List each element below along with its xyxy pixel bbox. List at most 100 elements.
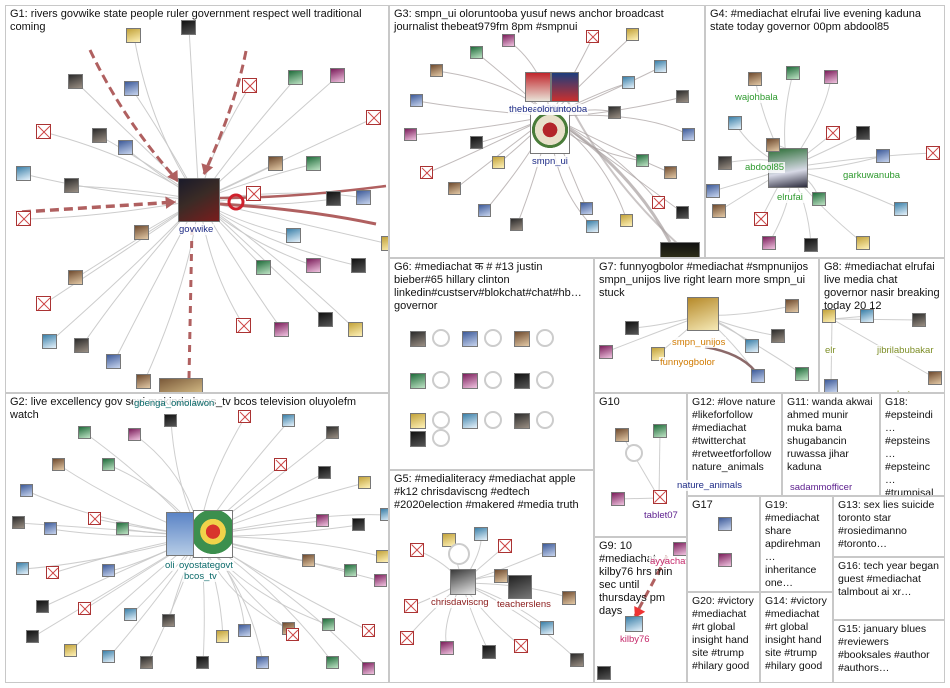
node-g5-7[interactable] [440, 641, 454, 655]
node-g6-loop-1-1[interactable] [484, 371, 502, 389]
node-g7-7[interactable] [795, 367, 809, 381]
node-g3-10[interactable] [636, 154, 649, 167]
node-g5-2[interactable] [474, 527, 488, 541]
node-g10-loop[interactable] [625, 444, 643, 462]
node-g1-7[interactable] [36, 124, 51, 139]
node-g2-11[interactable] [358, 476, 371, 489]
node-g1-12[interactable] [366, 110, 381, 125]
node-g3-20[interactable] [470, 136, 483, 149]
node-smpn-ui[interactable] [530, 110, 570, 154]
node-g2-35[interactable] [64, 644, 77, 657]
node-g4-7[interactable] [706, 184, 720, 198]
node-g4-3[interactable] [856, 126, 870, 140]
node-g7-5[interactable] [751, 369, 765, 383]
node-g8-0[interactable] [822, 309, 836, 323]
node-g5-13[interactable] [494, 569, 508, 583]
node-g6-1-1[interactable] [462, 373, 478, 389]
node-g4-17[interactable] [812, 192, 826, 206]
node-g6-loop-0-0[interactable] [432, 329, 450, 347]
node-g6-loop-0-2[interactable] [536, 329, 554, 347]
node-g1-13[interactable] [326, 191, 341, 206]
node-g1-2[interactable] [242, 78, 257, 93]
node-g2-8[interactable] [102, 458, 115, 471]
node-g7-6[interactable] [785, 299, 799, 313]
node-g3-22[interactable] [622, 76, 635, 89]
node-g1-34[interactable] [68, 270, 83, 285]
node-g5-0[interactable] [410, 543, 424, 557]
node-g2-5[interactable] [326, 426, 339, 439]
node-g3-dark[interactable] [660, 242, 700, 257]
node-g1-19[interactable] [256, 260, 271, 275]
node-g1-10[interactable] [268, 156, 283, 171]
node-g2-9[interactable] [274, 458, 287, 471]
node-ayyachats[interactable] [673, 542, 686, 556]
node-oloruntooba[interactable] [551, 72, 579, 102]
node-g10-2[interactable] [611, 492, 625, 506]
node-g3-12[interactable] [676, 206, 689, 219]
node-oli[interactable] [166, 512, 196, 556]
node-g2-29[interactable] [162, 614, 175, 627]
node-g1-33[interactable] [356, 190, 371, 205]
node-g4-6[interactable] [718, 156, 732, 170]
node-g1-1[interactable] [124, 81, 139, 96]
node-g6-0-1[interactable] [462, 331, 478, 347]
node-g2-26[interactable] [36, 600, 49, 613]
node-g1-30[interactable] [348, 322, 363, 337]
node-g7-0[interactable] [599, 345, 613, 359]
node-g3-23[interactable] [608, 106, 621, 119]
node-g2-22[interactable] [102, 564, 115, 577]
node-g3-8[interactable] [682, 128, 695, 141]
node-g3-19[interactable] [404, 128, 417, 141]
node-g3-2[interactable] [470, 46, 483, 59]
node-g1-9[interactable] [118, 140, 133, 155]
node-g5-loop[interactable] [448, 543, 470, 565]
node-g3-16[interactable] [478, 204, 491, 217]
node-g6-2-0[interactable] [410, 413, 426, 429]
node-g4-13[interactable] [894, 202, 908, 216]
node-g1-32[interactable] [246, 186, 261, 201]
node-g6-loop-2-2[interactable] [536, 411, 554, 429]
node-g1-29[interactable] [318, 312, 333, 327]
node-g1-6[interactable] [126, 28, 141, 43]
node-g2-6[interactable] [20, 484, 33, 497]
node-g2-37[interactable] [140, 656, 153, 669]
node-g1-11[interactable] [306, 156, 321, 171]
node-g1-21[interactable] [351, 258, 366, 273]
node-g5-11[interactable] [570, 653, 584, 667]
node-g6-loop-1-2[interactable] [536, 371, 554, 389]
node-g2-10[interactable] [318, 466, 331, 479]
node-g3-7[interactable] [676, 90, 689, 103]
node-g2-23[interactable] [302, 554, 315, 567]
node-g2-4[interactable] [282, 414, 295, 427]
node-g2-16[interactable] [116, 522, 129, 535]
node-g1-8[interactable] [92, 128, 107, 143]
node-g3-6[interactable] [654, 60, 667, 73]
node-g2-24[interactable] [344, 564, 357, 577]
node-g4-14[interactable] [926, 146, 940, 160]
node-g4-12[interactable] [856, 236, 870, 250]
node-g1-0[interactable] [68, 74, 83, 89]
node-g4-1[interactable] [786, 66, 800, 80]
node-g7-3[interactable] [745, 339, 759, 353]
node-g2-3[interactable] [238, 410, 251, 423]
node-g1-26[interactable] [136, 374, 151, 389]
node-g9-2[interactable] [597, 666, 611, 680]
node-g2-15[interactable] [88, 512, 101, 525]
node-g17-1[interactable] [718, 553, 732, 567]
node-g3-18[interactable] [420, 166, 433, 179]
node-g2-42[interactable] [196, 656, 209, 669]
node-g5-5[interactable] [562, 591, 576, 605]
node-g4-10[interactable] [762, 236, 776, 250]
node-g6-loop-1-0[interactable] [432, 371, 450, 389]
node-g2-12[interactable] [380, 508, 388, 521]
node-g4-8[interactable] [712, 204, 726, 218]
node-g5-8[interactable] [482, 645, 496, 659]
node-g5-3[interactable] [498, 539, 512, 553]
node-gbenga-omolawon[interactable] [159, 378, 203, 392]
node-g1-15[interactable] [16, 166, 31, 181]
node-g3-11[interactable] [652, 196, 665, 209]
node-g1-16[interactable] [64, 178, 79, 193]
node-g1-14[interactable] [381, 236, 388, 251]
node-g1-5[interactable] [181, 20, 196, 35]
node-g3-21[interactable] [492, 156, 505, 169]
